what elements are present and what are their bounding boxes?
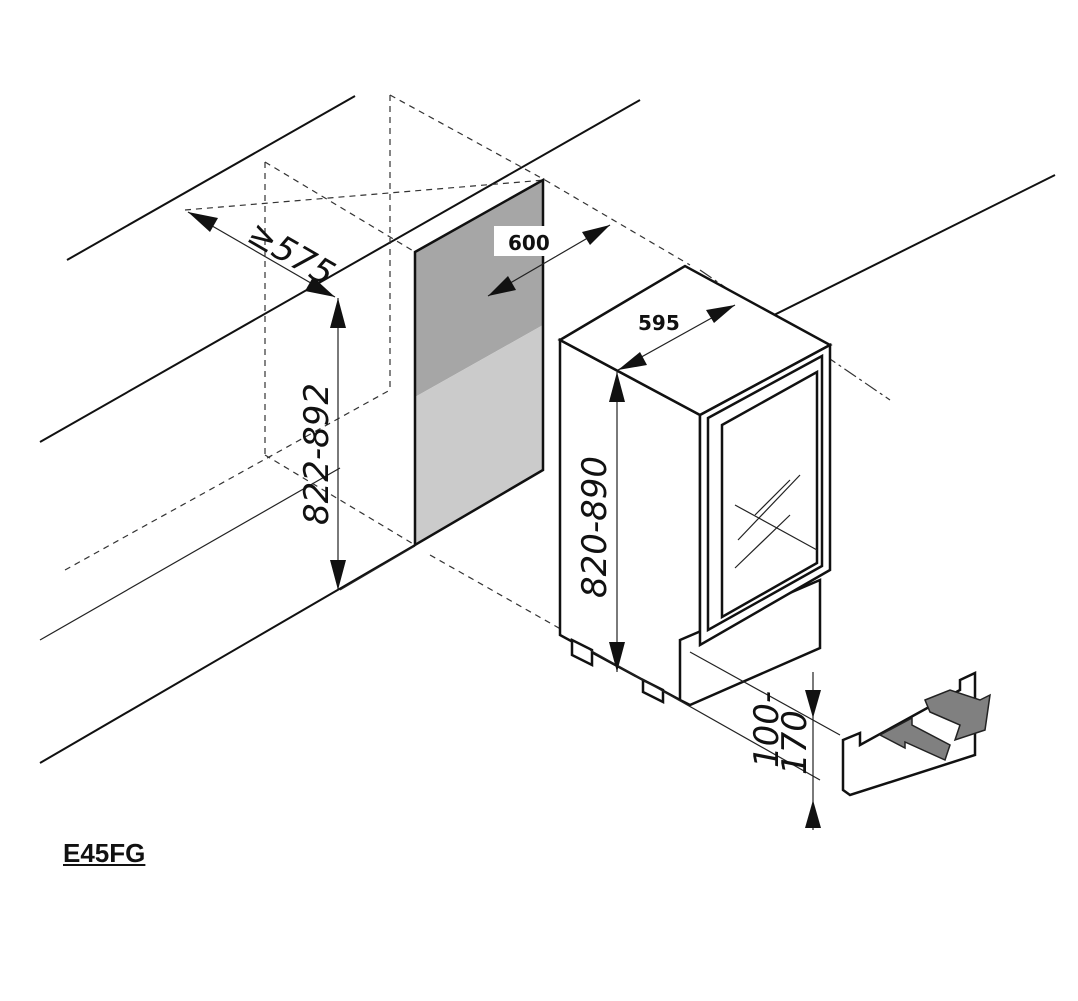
niche-height-label: 822-892 (297, 383, 337, 525)
appliance-height-label: 820-890 (575, 456, 615, 598)
plinth-height-label-2: 170 (775, 710, 815, 775)
niche-width-label-bg (494, 226, 556, 256)
cabinet-lines (39, 94, 1056, 764)
plinth-adjust-detail (841, 671, 991, 797)
model-label: E45FG (63, 838, 146, 868)
niche-width-label: 600 (508, 231, 550, 255)
arrow-in-icon (878, 716, 951, 762)
niche-depth-label: ≥575 (241, 213, 342, 294)
dimension-arrows (187, 211, 821, 830)
appliance-width-label: 595 (638, 311, 680, 335)
plinth-height-label-1: 100- (747, 691, 787, 768)
appliance (557, 264, 841, 781)
arrow-out-icon (924, 689, 991, 742)
